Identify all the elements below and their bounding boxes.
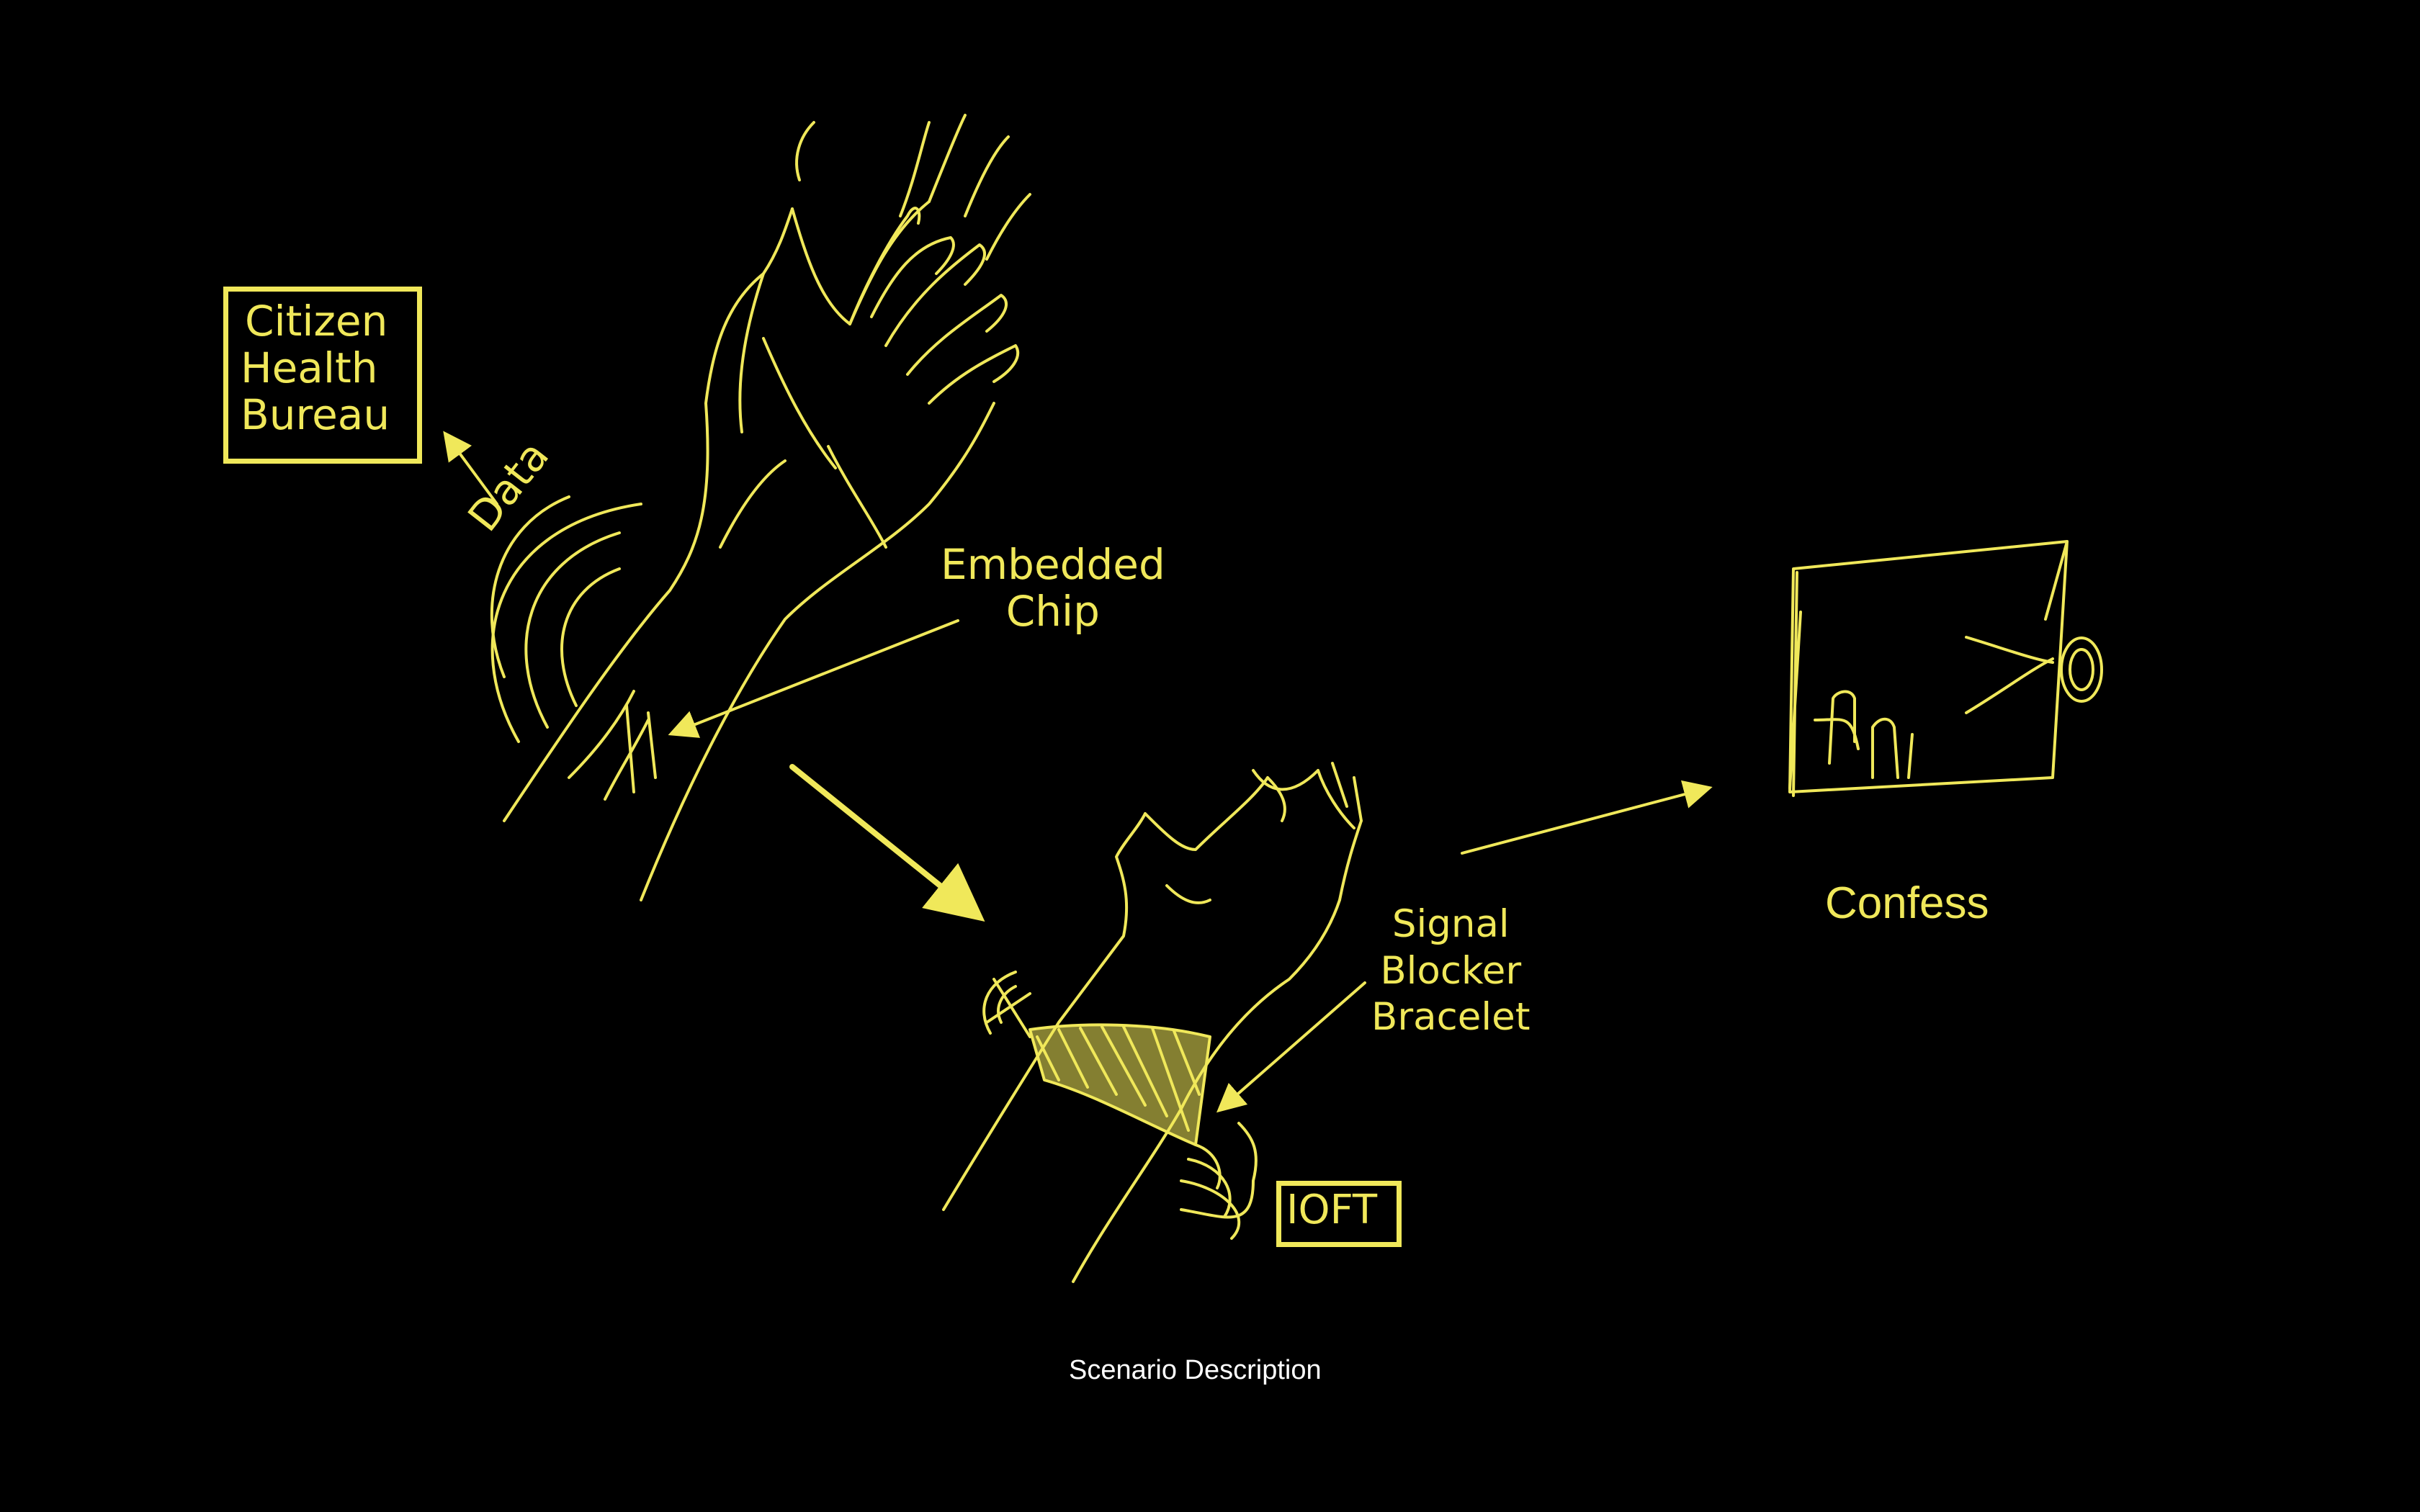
figure-caption: Scenario Description [1069,1355,1322,1385]
confession-booth-icon [1788,540,2103,797]
arrow-icon [668,619,959,738]
label-line: Bureau [241,390,390,439]
citizen-health-bureau-box [223,287,422,464]
embedded-chip-label: Embedded Chip [941,541,1165,635]
wrist-sketch-icon [942,762,1363,1283]
label-line: Blocker [1380,948,1522,993]
label-line: Bracelet [1371,995,1531,1040]
label-line: Chip [1005,586,1100,636]
arrow-icon [443,431,498,505]
bracelet-icon [1028,1023,1211,1146]
citizen-health-bureau-label: Citizen Health Bureau [241,298,390,438]
hand-sketch-icon [503,114,1031,901]
signal-waves-icon [1180,1122,1258,1240]
arrow-icon [1216,981,1366,1113]
signal-blocker-label: Signal Blocker Bracelet [1371,901,1531,1041]
ioft-label: IOFT [1286,1187,1378,1233]
signal-waves-icon [490,495,642,743]
label-line: Citizen [245,297,388,346]
blocked-signal-icon [982,971,1031,1038]
arrow-icon [1461,780,1713,855]
label-line: Signal [1392,902,1510,946]
label-line: Embedded [941,540,1165,589]
arrow-icon [789,764,985,922]
ioft-box [1276,1181,1402,1247]
confess-label: Confess [1825,878,1989,928]
label-line: Health [241,343,378,392]
